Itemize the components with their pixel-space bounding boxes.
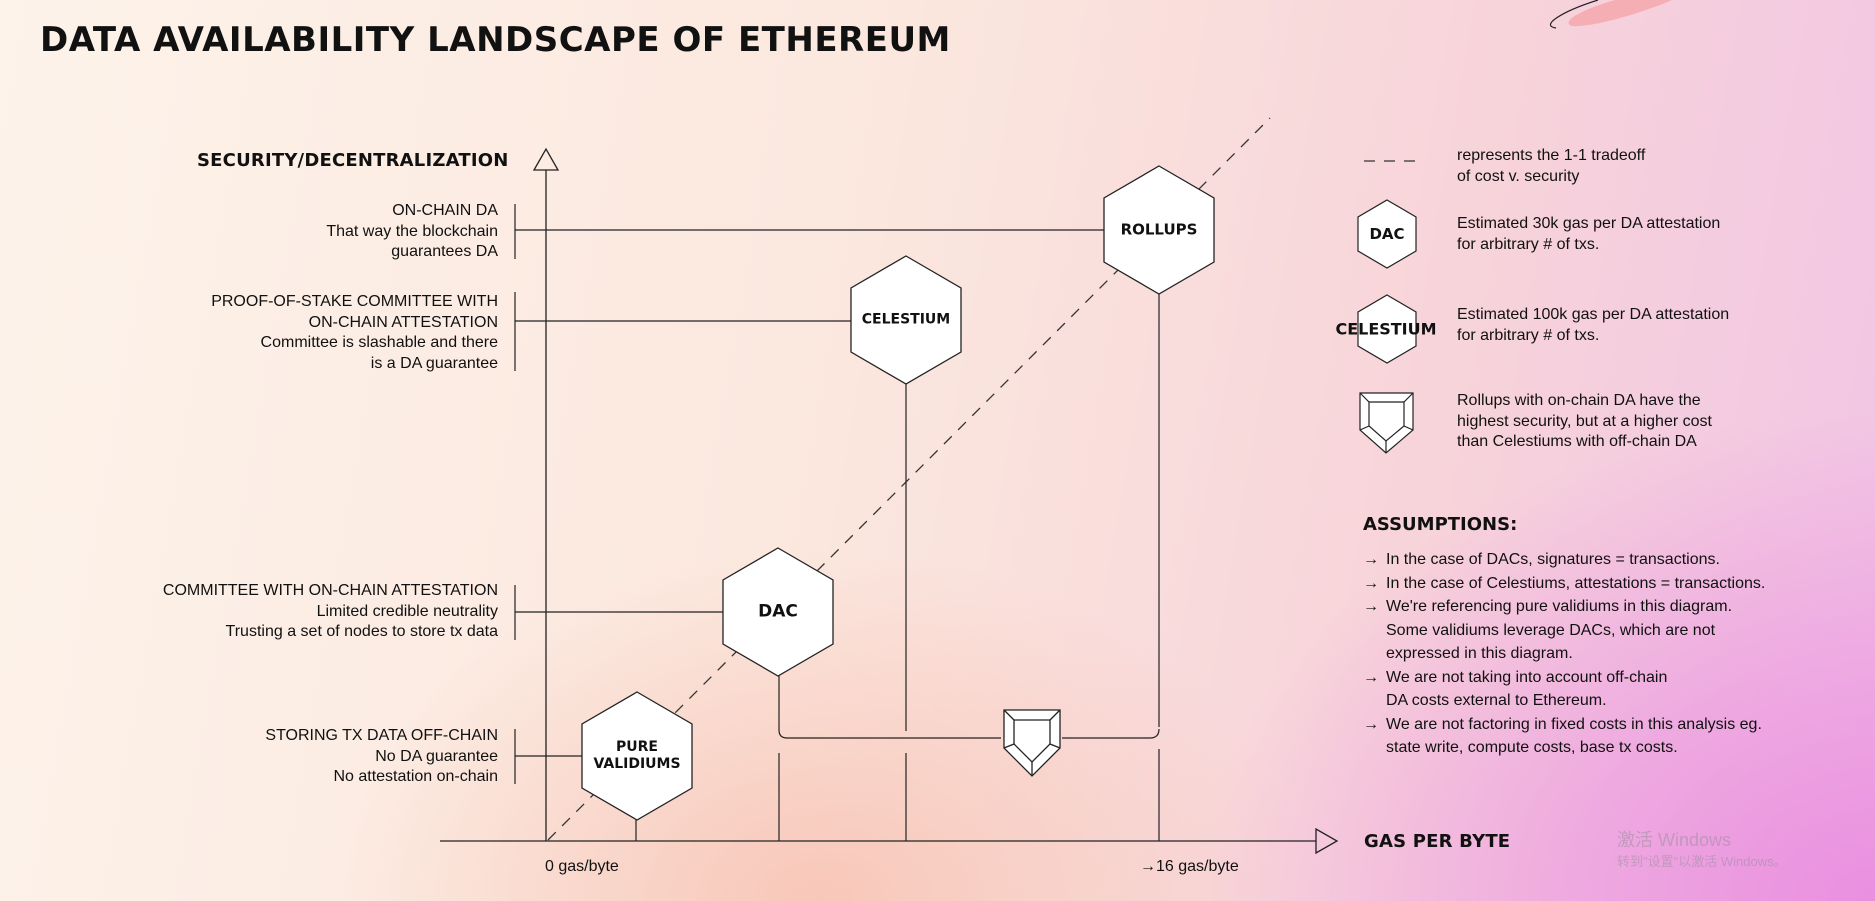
assumption-item: → In the case of Celestiums, attestation… [1363,572,1765,596]
shield-connectors [778,675,1160,739]
page-title: DATA AVAILABILITY LANDSCAPE OF ETHEREUM [40,20,951,60]
arrow-right-icon: → [1363,574,1379,592]
windows-activation-watermark: 激活 Windows 转到"设置"以激活 Windows。 [1617,830,1787,869]
assumption-item: → We are not factoring in fixed costs in… [1363,713,1765,760]
legend-celestium-hexagon-icon [1357,294,1417,364]
level-off-chain: STORING TX DATA OFF-CHAIN No DA guarante… [265,727,498,785]
assumptions-title: ASSUMPTIONS: [1363,514,1518,535]
decorative-arc [1549,0,1672,29]
legend-shield-icon [1359,392,1414,454]
dac-hexagon-icon [722,547,834,677]
arrow-right-icon: → [1363,668,1379,686]
x-tick-sixteen: →16 gas/byte [1140,858,1239,875]
legend-dac-text: Estimated 30k gas per DA attestation for… [1457,215,1721,253]
rollups-hexagon-icon [1103,165,1215,295]
node-rollups-label: ROLLUPS [1120,220,1198,239]
x-axis-arrow-icon [1315,827,1339,855]
assumption-item: → In the case of DACs, signatures = tran… [1363,548,1765,572]
node-celestium-label: CELESTIUM [861,311,951,328]
level-brackets [514,204,1104,784]
legend-dac-hexagon-icon [1357,199,1417,269]
y-axis-title: SECURITY/DECENTRALIZATION [197,150,509,171]
y-axis [532,147,560,841]
celestium-hexagon-icon [850,255,962,385]
node-pure-validiums-label: PURE VALIDIUMS [593,739,681,772]
legend-celestium-label: CELESTIUM [1335,319,1437,339]
legend-rollups-text: Rollups with on-chain DA have the highes… [1457,392,1712,450]
assumption-item: → We are not taking into account off-cha… [1363,666,1765,713]
pure-validiums-hexagon-icon [581,691,693,821]
arrow-right-icon: → [1363,715,1379,733]
level-committee-attestation: COMMITTEE WITH ON-CHAIN ATTESTATION Limi… [162,582,498,640]
assumption-item: → We're referencing pure validiums in th… [1363,595,1765,666]
level-pos-committee: PROOF-OF-STAKE COMMITTEE WITH ON-CHAIN A… [211,293,498,372]
node-dac-label: DAC [758,601,798,622]
level-on-chain-da: ON-CHAIN DA That way the blockchain guar… [326,202,498,260]
rollups-shield-icon [1003,709,1061,777]
x-axis [440,827,1339,855]
legend-celestium-text: Estimated 100k gas per DA attestation fo… [1457,306,1730,344]
arrow-right-icon: → [1363,598,1379,615]
x-tick-stems [635,294,1160,841]
legend-dac-label: DAC [1369,225,1405,243]
x-tick-zero: 0 gas/byte [545,858,619,875]
arrow-right-icon: → [1363,551,1379,568]
assumptions-list: → In the case of DACs, signatures = tran… [1363,548,1765,760]
x-axis-title: GAS PER BYTE [1364,831,1511,852]
legend-dashed-text: represents the 1-1 tradeoff of cost v. s… [1457,147,1646,185]
y-axis-arrow-icon [532,147,560,171]
